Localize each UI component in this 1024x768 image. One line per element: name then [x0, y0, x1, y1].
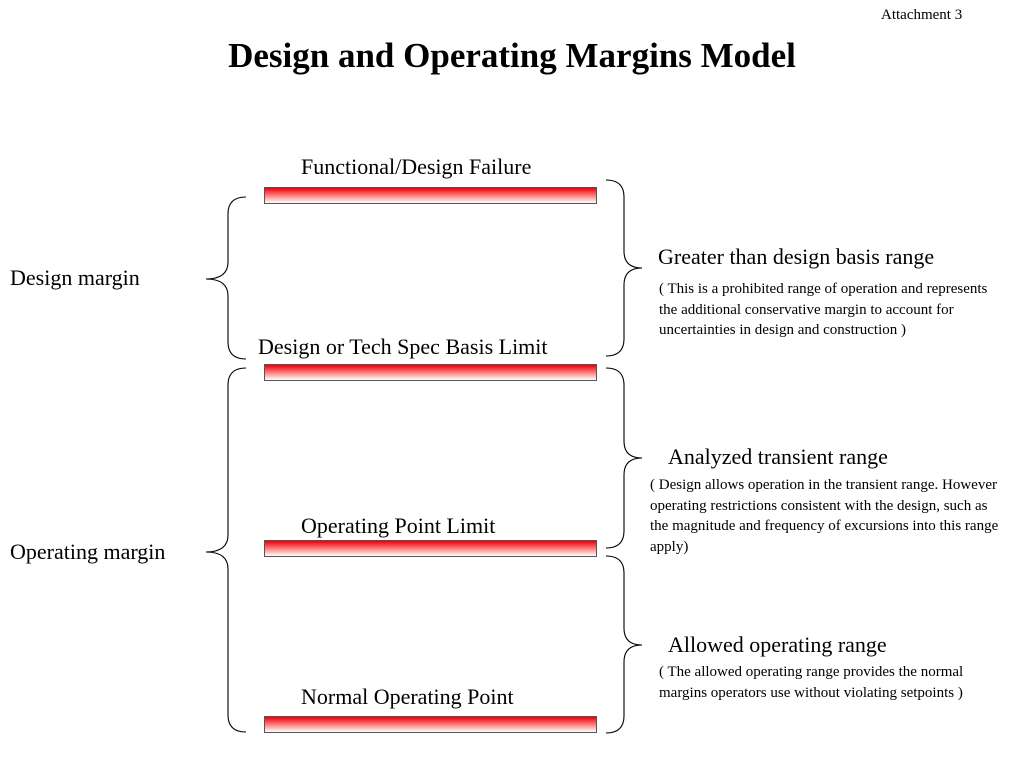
design-margin-label: Design margin — [10, 265, 140, 290]
attachment-label: Attachment 3 — [881, 7, 963, 23]
level-label-functional-failure: Functional/Design Failure — [301, 154, 532, 179]
level-bar-functional-failure — [264, 187, 597, 204]
level-label-design-basis-limit: Design or Tech Spec Basis Limit — [258, 334, 548, 359]
level-bar-design-basis-limit — [264, 364, 597, 381]
level-bar-operating-point-limit — [264, 540, 597, 557]
page-title: Design and Operating Margins Model — [228, 36, 796, 75]
beyond-design-range-brace — [605, 179, 643, 357]
operating-margin-label: Operating margin — [10, 539, 166, 564]
level-bar-normal-operating-point — [264, 716, 597, 733]
design-margin-brace — [205, 196, 247, 360]
transient-range-brace — [605, 367, 643, 549]
range-description-transient: ( Design allows operation in the transie… — [650, 477, 999, 555]
allowed-range-brace — [605, 555, 643, 734]
level-label-normal-operating-point: Normal Operating Point — [301, 684, 514, 709]
operating-margin-brace — [205, 367, 247, 733]
range-description-allowed: ( The allowed operating range provides t… — [659, 664, 964, 701]
range-heading-transient: Analyzed transient range — [668, 444, 888, 469]
range-heading-allowed: Allowed operating range — [668, 632, 887, 657]
level-label-operating-point-limit: Operating Point Limit — [301, 513, 496, 538]
range-heading-beyond-design: Greater than design basis range — [658, 244, 935, 269]
range-description-beyond-design: ( This is a prohibited range of operatio… — [659, 281, 988, 338]
